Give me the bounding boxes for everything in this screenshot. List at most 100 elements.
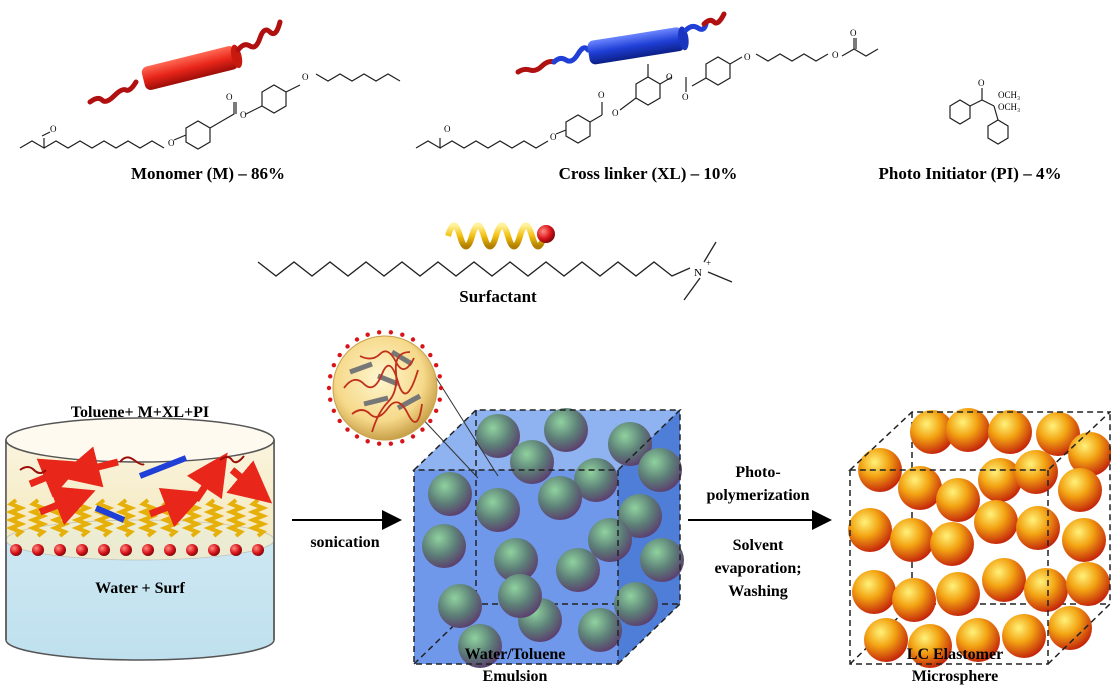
svg-text:O: O [50, 124, 57, 134]
monomer-icon [87, 19, 283, 105]
surfactant-head-dot [410, 337, 416, 342]
droplet-closeup [326, 330, 444, 446]
microsphere [946, 408, 990, 452]
emulsion-droplet [618, 494, 662, 538]
surfactant-head-dot [345, 344, 350, 349]
emulsion-droplet [556, 548, 600, 592]
svg-text:O: O [666, 72, 673, 82]
svg-text:O: O [598, 90, 605, 100]
emulsion-label-line1: Water/Toluene [464, 646, 566, 663]
surfactant-head-dot [331, 363, 337, 368]
microsphere [956, 618, 1000, 662]
beaker [5, 417, 275, 661]
surfactant-head [32, 544, 44, 556]
svg-text:O: O [744, 52, 751, 62]
emulsion-droplet [498, 574, 542, 618]
surfactant-head-dot [433, 363, 439, 368]
surfactant-tail [27, 498, 49, 538]
surfactant-head-dot [376, 330, 382, 335]
surfactant-head-dot [328, 374, 333, 379]
surfactant-tail [203, 498, 225, 538]
svg-text:O: O [550, 132, 557, 142]
emulsion-droplet [574, 458, 618, 502]
emulsion-droplet [428, 472, 472, 516]
emulsion-droplet [438, 584, 482, 628]
svg-text:O: O [226, 92, 233, 102]
surfactant-head-dot [437, 397, 442, 402]
crosslinker-label: Cross linker (XL) – 10% [558, 164, 738, 183]
emulsion-droplet [422, 524, 466, 568]
surfactant-head [120, 544, 132, 556]
microsphere [1068, 432, 1111, 476]
monomer-atoms: O O O O O [50, 72, 309, 148]
surfactant-head [230, 544, 242, 556]
microsphere [910, 410, 954, 454]
emulsion-droplet [476, 414, 520, 458]
product-label-line1: LC Elastomer [906, 646, 1004, 663]
emulsion-droplet [640, 538, 684, 582]
microsphere [852, 570, 896, 614]
microsphere [1016, 506, 1060, 550]
beaker-mesogens [19, 446, 273, 528]
surfactant-head [76, 544, 88, 556]
surfactant-tail [5, 498, 27, 538]
zoom-line-2 [417, 413, 479, 479]
svg-text:N: N [694, 267, 702, 279]
surfactant-head-dot [365, 332, 370, 337]
microsphere [930, 522, 974, 566]
microsphere [988, 410, 1032, 454]
emulsion-droplet [544, 408, 588, 452]
surfactant-head-dot [376, 441, 382, 446]
surfactant-head [252, 544, 264, 556]
microsphere [1014, 450, 1058, 494]
photo-label-line1: Photo- [735, 464, 781, 481]
svg-text:O: O [850, 28, 857, 38]
surfactant-head [186, 544, 198, 556]
surfactant-head-dot [328, 397, 333, 402]
emulsion-droplet [458, 624, 502, 668]
svg-text:O: O [444, 124, 451, 134]
surfactant-icon [445, 222, 555, 250]
surfactant-tail [225, 498, 247, 538]
emulsion-droplet [638, 448, 682, 492]
surfactant-head-dot [354, 434, 360, 439]
microsphere [1024, 568, 1068, 612]
crosslinker-atoms: O O O O O O O O O [444, 28, 857, 142]
surfactant-structure [257, 241, 733, 301]
svg-text:O: O [240, 110, 247, 120]
microsphere [1062, 518, 1106, 562]
microsphere [936, 572, 980, 616]
product-label-line2: Microsphere [911, 668, 999, 685]
microsphere-particles [848, 408, 1111, 668]
surfactant-tail [115, 498, 137, 538]
monomer-structure [19, 73, 401, 150]
surfactant-head [10, 544, 22, 556]
emulsion-droplet [538, 476, 582, 520]
microsphere [898, 466, 942, 510]
surfactant-head [164, 544, 176, 556]
microsphere [974, 500, 1018, 544]
sonication-label: sonication [310, 534, 380, 551]
microsphere [1058, 468, 1102, 512]
emulsion-droplet [578, 608, 622, 652]
beaker-bottom-label: Water + Surf [95, 580, 185, 597]
surfactant-head-dot [428, 418, 433, 424]
solvent-label-line1: Solvent [732, 537, 784, 554]
surfactant-head-dot [433, 408, 439, 413]
svg-text:OCH₃: OCH₃ [998, 102, 1020, 112]
surfactant-head-dot [437, 374, 442, 379]
svg-text:+: + [706, 258, 711, 268]
initiator-label: Photo Initiator (PI) – 4% [878, 164, 1062, 183]
emulsion-label-line2: Emulsion [482, 668, 548, 685]
emulsion-droplet [476, 488, 520, 532]
surfactant-head-dot [331, 408, 337, 413]
microsphere [1002, 614, 1046, 658]
surfactant-head [98, 544, 110, 556]
surfactant-head-dot [365, 439, 370, 444]
crosslinker-structure [415, 38, 879, 150]
svg-text:O: O [978, 78, 985, 88]
surfactant-head-dot [428, 352, 433, 358]
svg-text:O: O [168, 138, 175, 148]
microsphere-box-edges [848, 411, 1111, 665]
